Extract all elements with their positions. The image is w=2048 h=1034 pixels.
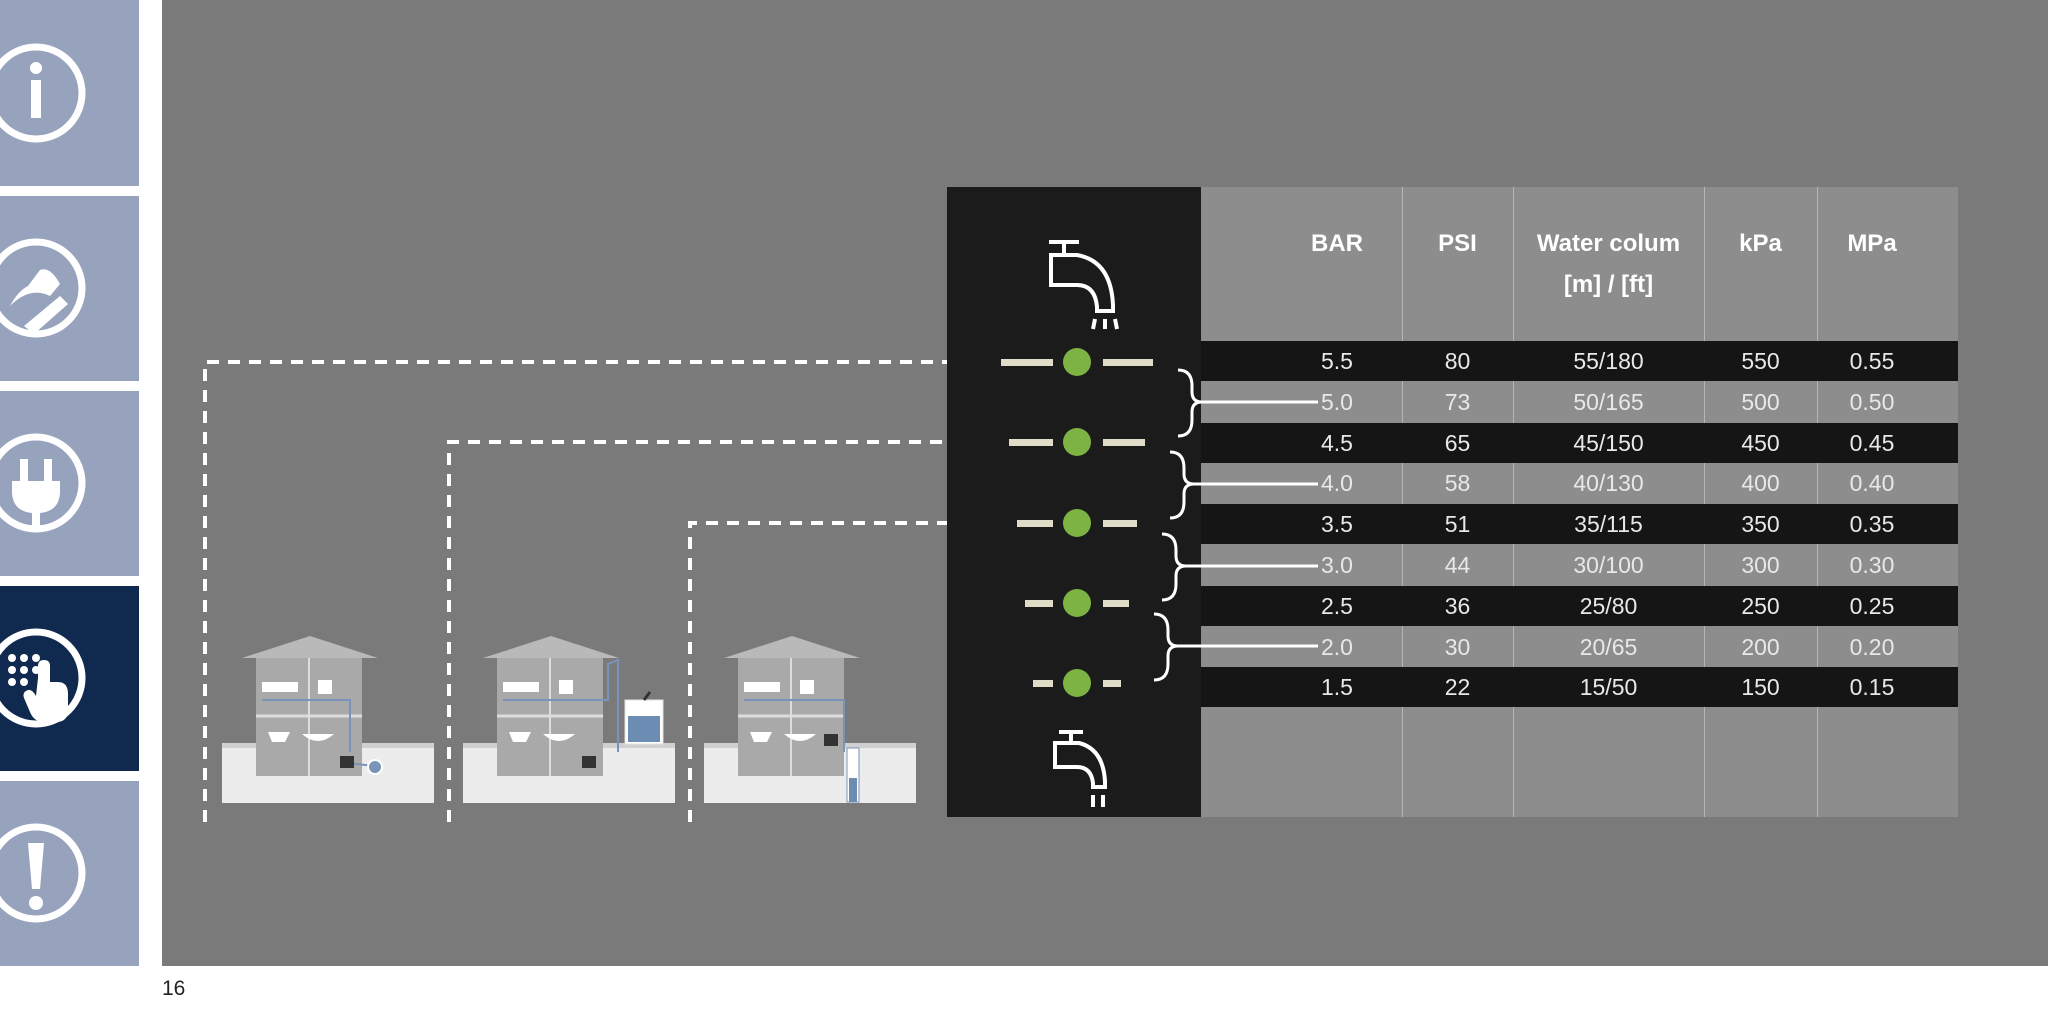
table-row: 3.5 51 35/115 350 0.35 bbox=[1201, 504, 1958, 545]
header-bar: BAR bbox=[1311, 230, 1363, 257]
table-cell: 50/165 bbox=[1573, 388, 1644, 415]
table-cell: 5.0 bbox=[1321, 388, 1353, 415]
table-row: 5.5 80 55/180 550 0.55 bbox=[1201, 341, 1958, 381]
table-cell: 25/80 bbox=[1579, 592, 1638, 619]
table-cell: 0.55 bbox=[1849, 348, 1895, 374]
table-cell: 20/65 bbox=[1579, 633, 1638, 660]
header-mpa: MPa bbox=[1847, 230, 1897, 257]
table-cell: 4.0 bbox=[1321, 470, 1353, 497]
indicator-2 bbox=[1009, 428, 1145, 456]
table-row: 5.0 73 50/165 500 0.50 bbox=[1201, 382, 1958, 422]
table-cell: 5.5 bbox=[1321, 348, 1353, 374]
table-cell: 36 bbox=[1444, 592, 1471, 619]
page-number: 16 bbox=[162, 977, 186, 1000]
indicator-column bbox=[947, 187, 1201, 817]
sidebar-item-installation[interactable] bbox=[0, 196, 139, 381]
table-cell: 3.0 bbox=[1321, 552, 1353, 578]
table-cell: 45/150 bbox=[1573, 429, 1644, 456]
table-cell: 500 bbox=[1741, 388, 1780, 415]
indicator-4 bbox=[1025, 589, 1129, 617]
table-cell: 65 bbox=[1444, 429, 1471, 456]
table-cell: 3.5 bbox=[1321, 511, 1353, 538]
table-cell: 73 bbox=[1444, 388, 1471, 415]
table-row: 1.5 22 15/50 150 0.15 bbox=[1201, 667, 1958, 708]
tap-low-flow-icon bbox=[1053, 730, 1107, 807]
table-cell: 58 bbox=[1444, 470, 1471, 497]
table-cell: 150 bbox=[1741, 674, 1780, 701]
header-kpa: kPa bbox=[1739, 230, 1782, 257]
house-with-surface-pump bbox=[222, 636, 434, 803]
table-cell: 300 bbox=[1741, 552, 1780, 578]
table-cell: 400 bbox=[1741, 470, 1780, 497]
table-row: 4.0 58 40/130 400 0.40 bbox=[1201, 463, 1958, 503]
table-cell: 4.5 bbox=[1321, 429, 1353, 456]
sidebar-item-operation[interactable] bbox=[0, 586, 139, 771]
height-line-2 bbox=[447, 440, 995, 822]
table-row: 2.5 36 25/80 250 0.25 bbox=[1201, 585, 1958, 626]
table-cell: 55/180 bbox=[1573, 348, 1644, 374]
table-cell: 0.30 bbox=[1849, 552, 1895, 578]
warning-icon bbox=[0, 823, 86, 923]
height-line-3 bbox=[688, 521, 1005, 822]
table-background bbox=[1201, 187, 1958, 817]
table-cell: 2.5 bbox=[1321, 592, 1353, 619]
table-cell: 0.35 bbox=[1849, 511, 1895, 538]
info-icon bbox=[0, 43, 86, 143]
table-cell: 44 bbox=[1444, 552, 1471, 578]
table-cell: 450 bbox=[1741, 429, 1780, 456]
tap-high-flow-icon bbox=[1049, 240, 1119, 330]
table-cell: 0.15 bbox=[1849, 674, 1895, 701]
table-cell: 0.45 bbox=[1849, 429, 1895, 456]
table-cell: 200 bbox=[1741, 633, 1780, 660]
table-cell: 0.20 bbox=[1849, 633, 1895, 660]
table-cell: 250 bbox=[1741, 592, 1780, 619]
table-cell: 0.50 bbox=[1849, 388, 1895, 415]
table-row: 4.5 65 45/150 450 0.45 bbox=[1201, 422, 1958, 463]
indicator-1 bbox=[1001, 348, 1153, 376]
pressure-indicators bbox=[1001, 348, 1153, 697]
table-cell: 350 bbox=[1741, 511, 1780, 538]
header-water-column: Water colum [m] / [ft] bbox=[1536, 230, 1681, 298]
table-cell: 80 bbox=[1444, 348, 1471, 374]
table-cell: 51 bbox=[1444, 511, 1471, 538]
table-cell: 22 bbox=[1444, 674, 1471, 701]
table-row: 2.0 30 20/65 200 0.20 bbox=[1201, 627, 1958, 667]
header-psi: PSI bbox=[1438, 230, 1477, 257]
height-lines bbox=[203, 360, 1005, 822]
indicator-5 bbox=[1033, 669, 1121, 697]
sidebar-item-info[interactable] bbox=[0, 0, 139, 186]
table-row: 3.0 44 30/100 300 0.30 bbox=[1201, 545, 1958, 585]
table-cell: 30 bbox=[1444, 633, 1471, 660]
table-cell: 35/115 bbox=[1574, 511, 1643, 538]
table-cell: 40/130 bbox=[1573, 470, 1644, 497]
table-cell: 2.0 bbox=[1321, 633, 1353, 660]
indicator-graphics bbox=[1001, 240, 1153, 807]
house-with-well bbox=[704, 636, 916, 803]
pressure-table: BAR PSI Water colum [m] / [ft] kPa MPa 5… bbox=[947, 187, 1958, 817]
table-cell: 550 bbox=[1741, 348, 1780, 374]
sidebar-item-warning[interactable] bbox=[0, 781, 139, 966]
sidebar-item-electrical[interactable] bbox=[0, 391, 139, 576]
table-cell: 0.40 bbox=[1849, 470, 1895, 497]
hand-wrench-icon bbox=[0, 238, 86, 338]
indicator-3 bbox=[1017, 509, 1137, 537]
touch-keypad-icon bbox=[0, 628, 86, 728]
table-cell: 30/100 bbox=[1573, 552, 1644, 578]
house-with-tank bbox=[463, 636, 675, 803]
power-plug-icon bbox=[0, 433, 86, 533]
height-line-1 bbox=[203, 360, 995, 822]
table-cell: 1.5 bbox=[1321, 674, 1353, 701]
table-cell: 0.25 bbox=[1849, 592, 1895, 619]
table-cell: 15/50 bbox=[1579, 674, 1638, 701]
